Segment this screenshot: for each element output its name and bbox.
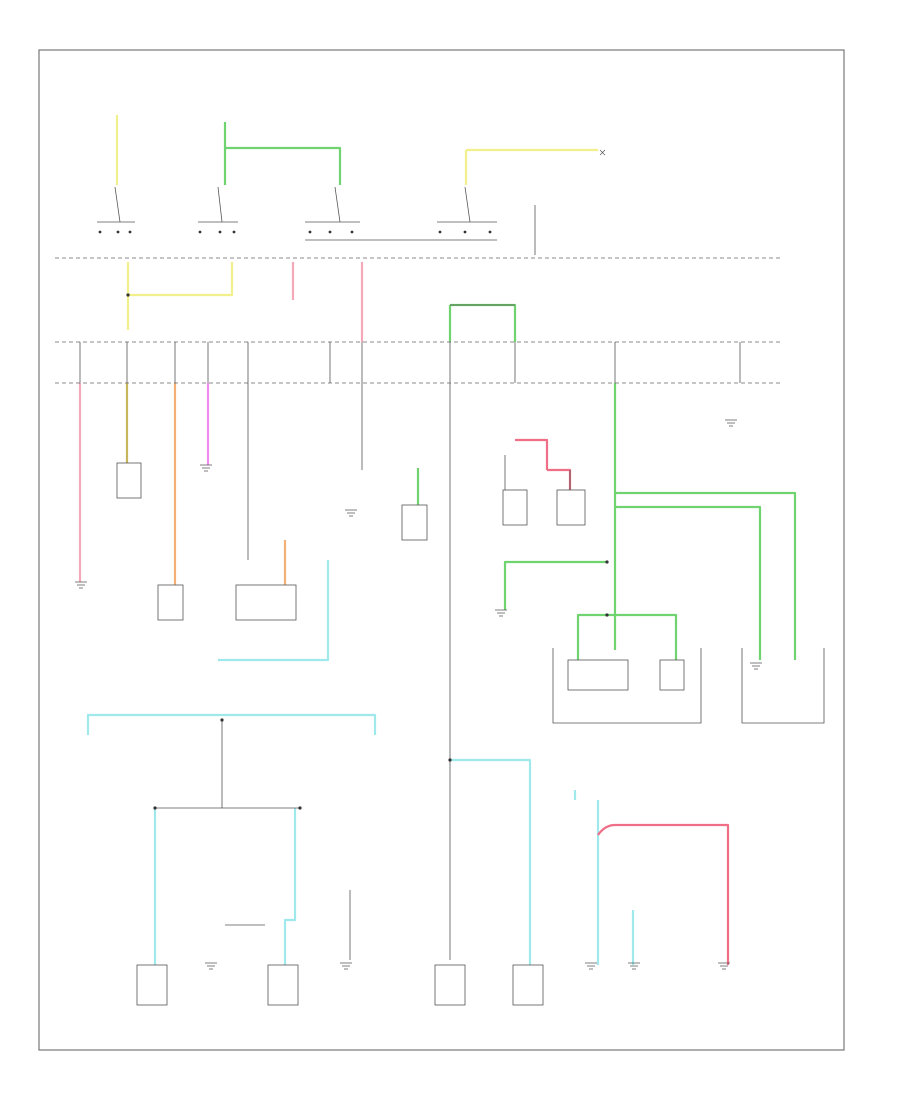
gray-trunk-wires — [155, 304, 571, 960]
component-box-3 — [235, 584, 297, 621]
green-wire-1 — [223, 122, 342, 185]
component-box-8 — [659, 659, 685, 691]
component-box-2 — [157, 584, 184, 621]
red-wire-1 — [515, 438, 572, 490]
cyan-wire-6 — [573, 790, 635, 965]
colored-wires — [78, 115, 797, 965]
module-enclosure-left — [552, 648, 702, 724]
diagram-border — [38, 49, 845, 1051]
component-box-9 — [136, 964, 168, 1006]
green-wire-5 — [615, 491, 797, 660]
component-box-6 — [556, 489, 586, 526]
green-wire-2 — [448, 303, 517, 342]
ignition-switch-3 — [305, 186, 360, 234]
component-box-10 — [267, 964, 299, 1006]
component-box-1 — [116, 462, 142, 499]
ignition-switch-4 — [437, 186, 497, 234]
component-box-7 — [567, 659, 629, 691]
cyan-wire-2 — [86, 713, 377, 735]
splice-dots — [126, 293, 609, 810]
cyan-wire-4 — [283, 808, 297, 965]
cyan-wire-5 — [450, 758, 532, 965]
green-wire-6 — [503, 560, 607, 610]
red-wire-2 — [597, 823, 730, 965]
component-box-4 — [401, 504, 428, 541]
cyan-wire-1 — [218, 560, 330, 662]
component-box-11 — [434, 964, 466, 1006]
ground-terminals — [75, 149, 762, 970]
components — [116, 462, 685, 1006]
ignition-switch-1 — [97, 186, 135, 234]
ignition-switch-2 — [198, 186, 238, 234]
component-box-12 — [512, 964, 544, 1006]
yellow-wire-2 — [126, 262, 234, 330]
green-wire-7 — [576, 613, 678, 660]
yellow-wire-3 — [464, 148, 598, 185]
fuse-taps — [79, 342, 741, 383]
module-enclosure-right — [741, 648, 825, 724]
component-box-5 — [502, 489, 528, 526]
